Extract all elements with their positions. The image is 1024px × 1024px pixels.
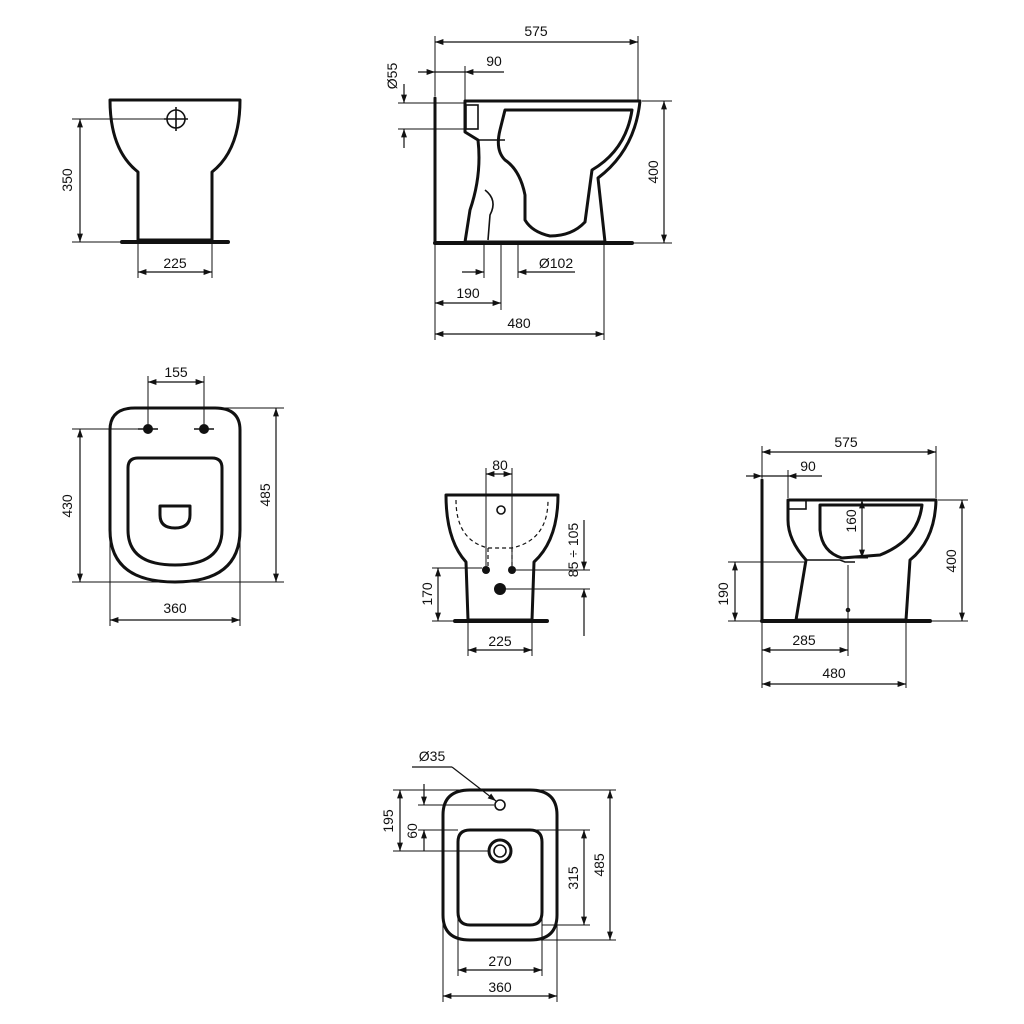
wc-side-base-label: 480 xyxy=(507,315,531,331)
bidet-front-tap-hole xyxy=(496,505,506,515)
bidet-top-view: Ø35 195 60 315 485 270 360 xyxy=(380,748,616,1002)
wc-top-fixing-spacing-label: 155 xyxy=(164,364,188,380)
wc-front-width-label: 225 xyxy=(163,255,187,271)
bidet-top-hole-dia-label: Ø35 xyxy=(419,748,446,764)
bidet-front-waste xyxy=(494,583,506,595)
wc-side-inner-lines xyxy=(478,139,505,241)
wc-top-inner-len-label: 430 xyxy=(59,494,75,518)
bidet-side-bowl-depth-label: 160 xyxy=(843,509,859,533)
bidet-side-length-label: 575 xyxy=(834,434,858,450)
bidet-top-bowl-len-label: 315 xyxy=(565,866,581,890)
bidet-top-tap-hole xyxy=(494,799,506,811)
bidet-front-view: 80 85 ÷ 105 170 225 xyxy=(419,457,590,656)
wc-side-bolt-dia-label: Ø55 xyxy=(384,63,400,90)
bidet-top-inner-width-label: 270 xyxy=(488,953,512,969)
bidet-side-bowl xyxy=(818,503,924,560)
wc-side-length-label: 575 xyxy=(524,23,548,39)
wc-side-outline xyxy=(463,99,642,244)
wc-side-outlet-pos-label: 190 xyxy=(456,285,480,301)
bidet-side-base-label: 480 xyxy=(822,665,846,681)
bidet-side-setback-label: 90 xyxy=(800,458,816,474)
wc-side-outlet-dia-label: Ø102 xyxy=(539,255,573,271)
bidet-front-supply-left xyxy=(482,566,490,574)
wc-top-outline xyxy=(108,406,242,584)
bidet-side-waste-height-label: 190 xyxy=(715,582,731,606)
bidet-front-hidden-bowl xyxy=(455,499,549,549)
wc-front-view: 350 225 xyxy=(59,98,242,278)
bidet-front-width-label: 225 xyxy=(488,633,512,649)
wc-top-view: 155 430 485 360 xyxy=(59,364,284,626)
bidet-side-waste-pos-label: 285 xyxy=(792,632,816,648)
wc-top-bowl xyxy=(126,456,224,567)
wc-top-outlet xyxy=(158,504,192,530)
bidet-top-tap-pos-label: 195 xyxy=(380,809,396,833)
bidet-side-height-label: 400 xyxy=(943,549,959,573)
bidet-side-view: 575 90 160 400 190 285 480 xyxy=(715,434,968,688)
bidet-front-fixing-spacing-label: 80 xyxy=(492,457,508,473)
bidet-front-supply-right xyxy=(508,566,516,574)
bidet-front-supply-range-label: 85 ÷ 105 xyxy=(565,523,581,578)
bidet-side-tap xyxy=(787,499,807,510)
wc-side-view: 575 90 Ø55 400 Ø102 190 480 xyxy=(384,23,672,340)
bidet-front-waste-height-label: 170 xyxy=(419,582,435,606)
wc-side-height-label: 400 xyxy=(645,160,661,184)
bidet-top-outer-len-label: 485 xyxy=(591,853,607,877)
wc-top-width-label: 360 xyxy=(163,600,187,616)
wc-top-outer-len-label: 485 xyxy=(257,483,273,507)
wc-side-bolt xyxy=(465,104,479,130)
wc-side-setback-label: 90 xyxy=(486,53,502,69)
wc-side-trap xyxy=(496,108,634,238)
bidet-top-tap-offset-label: 60 xyxy=(404,823,420,839)
bidet-top-width-label: 360 xyxy=(488,979,512,995)
wc-front-height-label: 350 xyxy=(59,168,75,192)
bidet-top-waste-hole xyxy=(493,844,507,858)
wc-front-outline xyxy=(108,98,242,242)
bidet-top-waste-ring xyxy=(487,838,513,864)
